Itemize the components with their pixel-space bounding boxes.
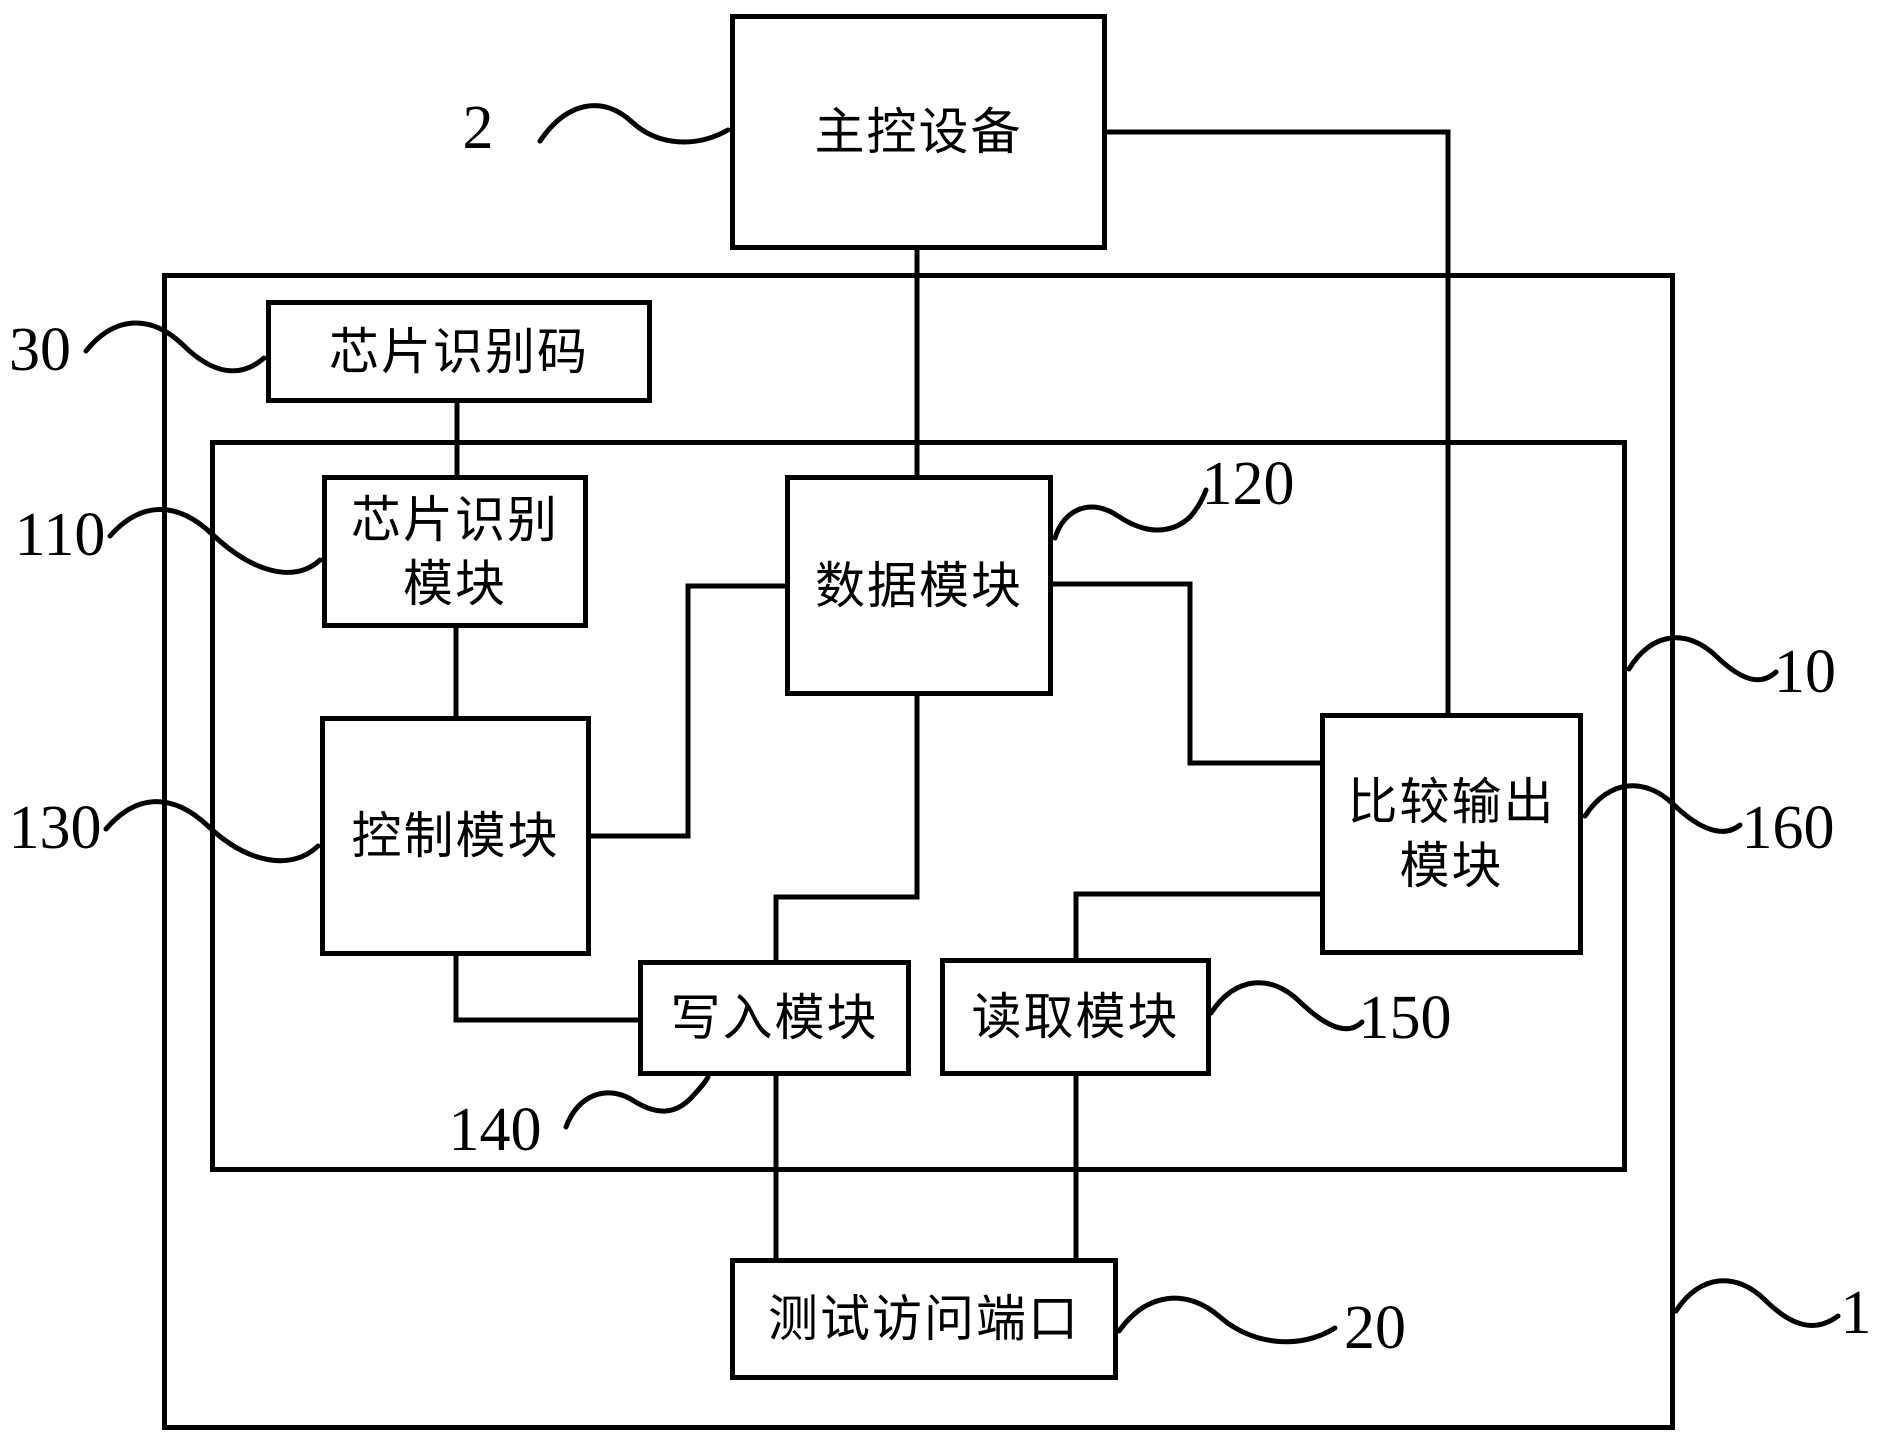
ref-label-20: 20 (1344, 1294, 1406, 1362)
inner-boundary-box (210, 440, 1627, 1172)
connector-read-module-to-compare-module (1073, 891, 1320, 958)
write-module-label: 写入模块 (670, 990, 879, 1046)
test-access-port-box: 测试访问端口 (730, 1258, 1118, 1380)
ref-label-120: 120 (1201, 450, 1295, 518)
connector-data-module-to-compare-module (1053, 581, 1320, 766)
master-device-label: 主控设备 (814, 104, 1023, 160)
master-device-box: 主控设备 (730, 14, 1107, 250)
connector-control-module-to-write-module (453, 956, 638, 1023)
leader-squiggle-10 (1626, 635, 1779, 683)
ref-label-30: 30 (9, 316, 71, 384)
ref-label-160: 160 (1741, 794, 1835, 862)
data-module-box: 数据模块 (785, 475, 1053, 696)
ref-label-110: 110 (14, 501, 106, 569)
connector-control-module-to-data-module (591, 583, 785, 839)
chip-id-code-box: 芯片识别码 (266, 300, 652, 403)
leader-squiggle-120 (1052, 487, 1209, 541)
leader-squiggle-20 (1116, 1295, 1338, 1345)
ref-label-150: 150 (1358, 984, 1452, 1052)
ref-label-10: 10 (1774, 638, 1836, 706)
leader-squiggle-140 (563, 1074, 711, 1130)
compare-output-module-label: 比较输出 模块 (1347, 774, 1556, 894)
ref-label-140: 140 (448, 1096, 542, 1164)
leader-squiggle-2 (537, 103, 731, 145)
read-module-box: 读取模块 (940, 958, 1211, 1076)
leader-squiggle-150 (1208, 980, 1365, 1032)
connector-data-module-to-write-module (773, 696, 920, 960)
connector-master-to-compare-module (1107, 129, 1451, 713)
leader-squiggle-30 (83, 320, 267, 374)
ref-label-2: 2 (462, 94, 494, 162)
control-module-box: 控制模块 (320, 716, 591, 956)
outer-boundary-box (162, 273, 1675, 1430)
leader-squiggle-130 (103, 799, 321, 864)
write-module-box: 写入模块 (638, 960, 911, 1076)
control-module-label: 控制模块 (351, 808, 560, 864)
chip-id-module-box: 芯片识别 模块 (322, 475, 588, 628)
chip-id-code-label: 芯片识别码 (329, 323, 589, 380)
test-access-port-label: 测试访问端口 (768, 1291, 1080, 1347)
data-module-label: 数据模块 (815, 557, 1023, 614)
leader-squiggle-1 (1673, 1278, 1841, 1328)
ref-label-1: 1 (1840, 1279, 1872, 1347)
read-module-label: 读取模块 (971, 989, 1180, 1045)
compare-output-module-box: 比较输出 模块 (1320, 713, 1583, 955)
ref-label-130: 130 (8, 794, 102, 862)
chip-id-module-label: 芯片识别 模块 (351, 491, 559, 612)
